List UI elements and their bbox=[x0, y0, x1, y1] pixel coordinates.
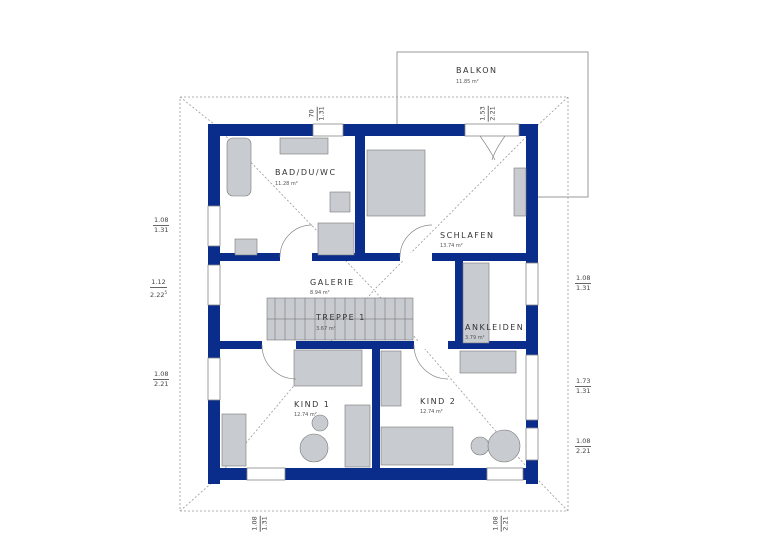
balcony-outline bbox=[396, 51, 589, 198]
stairs bbox=[267, 298, 413, 340]
room-area-schlafen: 13.74 m² bbox=[440, 243, 463, 249]
room-label-balkon: BALKON bbox=[456, 66, 498, 75]
room-label-galerie: GALERIE bbox=[310, 278, 355, 287]
room-area-kind1: 12.74 m² bbox=[294, 412, 317, 418]
room-area-kind2: 12.74 m² bbox=[420, 409, 443, 415]
room-area-galerie: 8.94 m² bbox=[310, 290, 330, 296]
room-label-kind1: KIND 1 bbox=[294, 400, 331, 409]
furniture bbox=[221, 137, 527, 468]
room-label-kind2: KIND 2 bbox=[420, 397, 457, 406]
room-label-treppe: TREPPE 1 bbox=[316, 313, 366, 322]
windows bbox=[207, 123, 539, 481]
room-label-schlafen: SCHLAFEN bbox=[440, 231, 495, 240]
room-label-bad: BAD/DU/WC bbox=[275, 168, 337, 177]
room-area-ankleiden: 3.79 m² bbox=[465, 335, 485, 341]
room-area-bad: 11.28 m² bbox=[275, 181, 298, 187]
door-swings bbox=[261, 135, 506, 380]
room-label-ankleiden: ANKLEIDEN bbox=[465, 323, 525, 332]
room-area-balkon: 11.85 m² bbox=[456, 79, 479, 85]
room-area-treppe: 3.67 m² bbox=[316, 326, 336, 332]
